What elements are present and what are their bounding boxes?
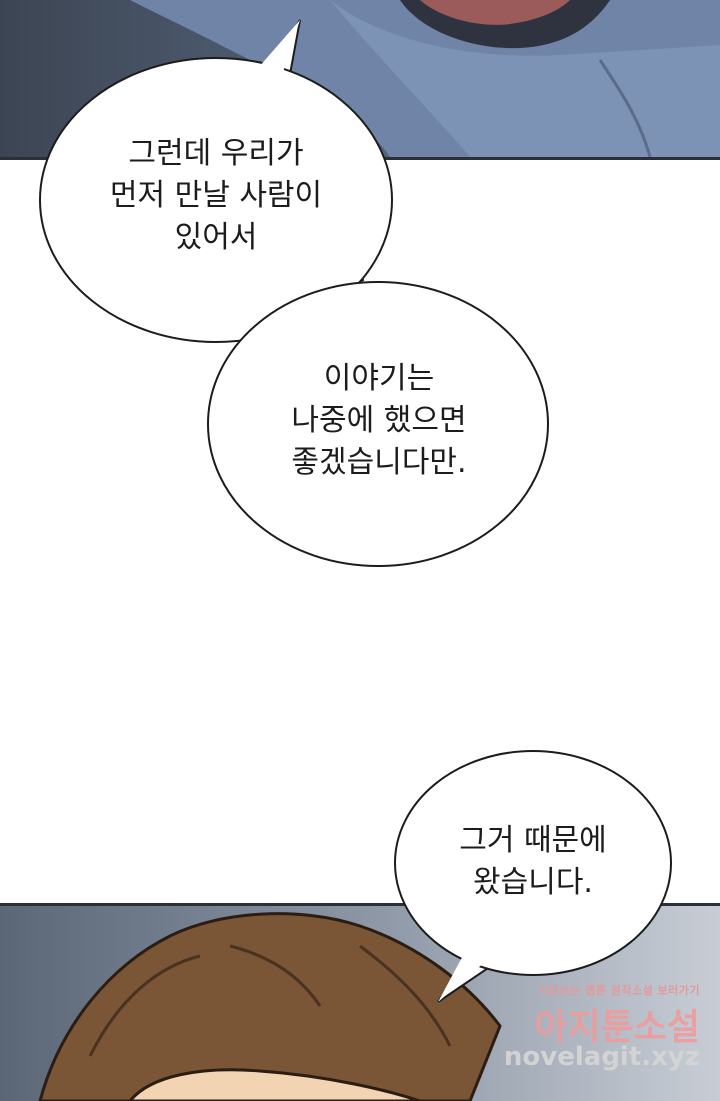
character-clothing-illustration [130,0,720,157]
bubble-3-text: 그거 때문에 왔습니다. [400,820,666,904]
bubble-1-line-1: 그런데 우리가 [128,136,304,171]
bubble-1-text: 그런데 우리가 먼저 만날 사람이 있어서 [46,133,386,259]
character-hair-illustration [38,912,502,1101]
bubble-2-line-3: 좋겠습니다만. [291,445,467,480]
bubble-2-text: 이야기는 나중에 했으면 좋겠습니다만. [214,358,544,484]
watermark-brand: 아지툰소설 [534,1007,700,1048]
bubble-2-line-1: 이야기는 [323,361,435,396]
bubble-3-line-2: 왔습니다. [473,865,593,900]
bubble-1-line-3: 있어서 [174,220,258,255]
speech-bubble-2 [207,281,549,567]
watermark-url: novelagit.xyz [503,1042,700,1072]
bubble-2-line-2: 나중에 했으면 [291,403,467,438]
bubble-1-line-2: 먼저 만날 사람이 [109,178,323,213]
speech-bubble-3 [394,750,672,1003]
watermark-tagline: 지금보는 웹툰 원작소설 보러가기 [538,984,700,997]
bubble-3-line-1: 그거 때문에 [459,823,607,858]
speech-bubble-1 [39,19,393,347]
